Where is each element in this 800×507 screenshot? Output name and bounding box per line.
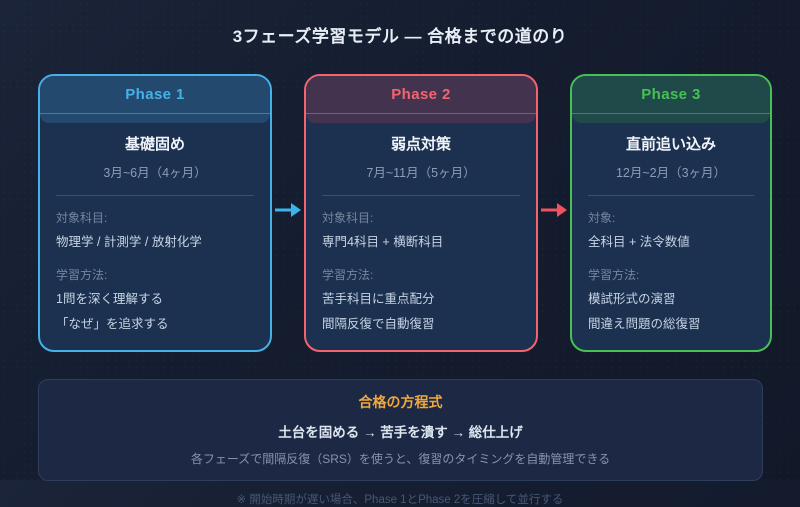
phase-2-method-label: 学習方法:: [322, 267, 374, 282]
footnote: ※ 開始時期が遅い場合、Phase 1とPhase 2を圧縮して並行する: [236, 494, 564, 506]
phase-2-target-label: 対象科目:: [322, 211, 374, 225]
phase-1-method-line-1: 1問を深く理解する: [56, 291, 163, 306]
phase-2-header: Phase 2: [306, 76, 536, 114]
phase-2-name: Phase 2: [391, 86, 451, 103]
phase-3-title: 直前追い込み: [625, 136, 716, 153]
phases-row: Phase 1 基礎固め 3月~6月（4ヶ月） 対象科目: 物理学 / 計測学 …: [0, 74, 800, 352]
phase-1-header-tail: [40, 114, 270, 123]
arrow-phase2-to-phase3: [538, 74, 570, 352]
phase-1-target-label: 対象科目:: [56, 211, 108, 225]
phase-3-goal-label: 目標:: [588, 348, 754, 351]
phase-3-target: 全科目 + 法令数値: [588, 235, 690, 249]
phase-2-title: 弱点対策: [390, 136, 451, 153]
phase-1-target: 物理学 / 計測学 / 放射化学: [56, 235, 202, 249]
phase-2-method-line-2: 間隔反復で自動復習: [322, 316, 435, 331]
phase-2-method-line-1: 苦手科目に重点配分: [322, 291, 435, 306]
phase-1-goal-label: 目標:: [56, 348, 254, 351]
page-title: 3フェーズ学習モデル — 合格までの道のり: [232, 27, 568, 46]
phase-3-period: 12月~2月（3ヶ月）: [615, 166, 727, 180]
phase-3-body: 直前追い込み 12月~2月（3ヶ月） 対象: 全科目 + 法令数値 学習方法: …: [572, 123, 770, 351]
phase-1-method-label: 学習方法:: [56, 267, 108, 282]
phase-1-header: Phase 1: [40, 76, 270, 114]
phase-3-target-label: 対象:: [588, 211, 616, 225]
phase-3-method-line-2: 間違え問題の総復習: [588, 316, 701, 331]
phase-1-title: 基礎固め: [124, 136, 185, 153]
phase-3-header-tail: [572, 114, 770, 123]
phase-3-header: Phase 3: [572, 76, 770, 114]
arrow-phase1-to-phase2: [272, 74, 304, 352]
phase-2-header-tail: [306, 114, 536, 123]
phase-1-period: 3月~6月（4ヶ月）: [103, 166, 207, 180]
right-arrow-icon: [275, 203, 301, 217]
phase-1-body: 基礎固め 3月~6月（4ヶ月） 対象科目: 物理学 / 計測学 / 放射化学 学…: [40, 123, 270, 351]
success-formula-title: 合格の方程式: [358, 394, 443, 410]
phase-2-card: Phase 2 弱点対策 7月~11月（5ヶ月） 対象科目: 専門4科目 + 横…: [304, 74, 538, 352]
phase-2-period: 7月~11月（5ヶ月）: [366, 166, 476, 180]
phase-2-target: 専門4科目 + 横断科目: [322, 235, 444, 249]
success-formula-box: 合格の方程式 土台を固める → 苦手を潰す → 総仕上げ 各フェーズで間隔反復（…: [38, 379, 763, 481]
phase-3-divider: [588, 195, 754, 196]
phase-3-method-line-1: 模試形式の演習: [588, 291, 676, 306]
phase-1-name: Phase 1: [125, 86, 185, 103]
phase-2-divider: [322, 195, 520, 196]
phase-3-card: Phase 3 直前追い込み 12月~2月（3ヶ月） 対象: 全科目 + 法令数…: [570, 74, 772, 352]
phase-2-goal-label: 目標:: [322, 348, 520, 351]
phase-1-method-line-2: 「なぜ」を追求する: [56, 316, 169, 331]
phase-3-name: Phase 3: [641, 86, 701, 103]
success-formula-steps: 土台を固める → 苦手を潰す → 総仕上げ: [278, 425, 523, 440]
right-arrow-icon: [541, 203, 567, 217]
success-formula-note: 各フェーズで間隔反復（SRS）を使うと、復習のタイミングを自動管理できる: [190, 452, 611, 466]
phase-1-card: Phase 1 基礎固め 3月~6月（4ヶ月） 対象科目: 物理学 / 計測学 …: [38, 74, 272, 352]
phase-1-divider: [56, 195, 254, 196]
phase-2-body: 弱点対策 7月~11月（5ヶ月） 対象科目: 専門4科目 + 横断科目 学習方法…: [306, 123, 536, 351]
phase-3-method-label: 学習方法:: [588, 267, 640, 282]
